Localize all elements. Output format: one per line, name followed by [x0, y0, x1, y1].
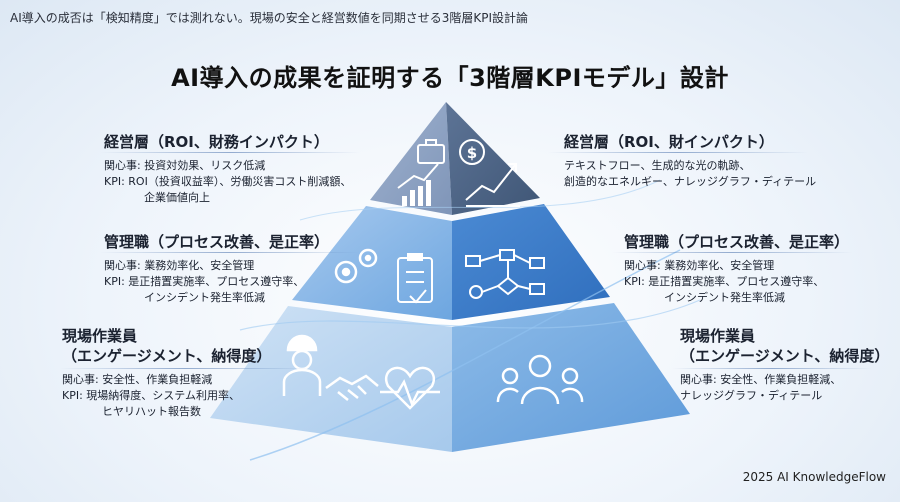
left-field-kpi-cont: ヒヤリハット報告数 [102, 405, 201, 418]
dollar-coin-icon: $ [459, 139, 485, 165]
right-management-kpi-cont: インシデント発生率低減 [664, 291, 785, 304]
left-executive-heading: 経営層（ROI、財務インパクト） [104, 133, 329, 151]
left-executive-kpi-cont: 企業価値向上 [144, 191, 210, 204]
page-title: AI導入の成果を証明する「3階層KPIモデル」設計 [171, 64, 729, 92]
left-field-block: 現場作業員 （エンゲージメント、納得度） 関心事: 安全性、作業負担軽減 KPI… [62, 326, 271, 420]
left-field-subheading: （エンゲージメント、納得度） [62, 347, 272, 365]
right-executive-line: 創造的なエネルギー、ナレッジグラフ・ディテール [564, 175, 817, 188]
bar-chart-up-icon [397, 163, 439, 206]
pyramid-tier-field-right [452, 303, 690, 452]
gears-icon [334, 248, 378, 284]
pyramid-tier-management-left [292, 206, 452, 320]
right-executive-heading: 経営層（ROI、財インパクト） [564, 133, 774, 151]
divider [60, 368, 310, 369]
right-executive-block: 経営層（ROI、財インパクト） テキストフロー、生成的な光の軌跡、 創造的なエネ… [564, 132, 816, 190]
pyramid-tier-field-left [210, 306, 452, 452]
divider [548, 152, 808, 153]
svg-text:$: $ [467, 144, 477, 162]
divider [100, 152, 360, 153]
handshake-icon [325, 374, 379, 401]
caption: AI導入の成否は「検知精度」では測れない。現場の安全と経営数値を同期させる3階層… [10, 11, 529, 25]
left-management-kpi-cont: インシデント発生率低減 [144, 291, 265, 304]
team-people-icon [496, 354, 584, 405]
right-field-heading: 現場作業員 [680, 327, 756, 345]
left-executive-kpi: KPI: ROI（投資収益率）、労働災害コスト削減額、 [104, 175, 352, 188]
right-management-block: 管理職（プロセス改善、是正率） 関心事: 業務効率化、安全管理 KPI: 是正措… [624, 232, 849, 306]
clipboard-check-icon [397, 253, 433, 304]
left-field-kpi: KPI: 現場納得度、システム利用率、 [62, 389, 240, 402]
right-field-block: 現場作業員 （エンゲージメント、納得度） 関心事: 安全性、作業負担軽減、 ナレ… [680, 326, 889, 404]
light-trail [239, 299, 701, 331]
heart-pulse-icon [380, 366, 440, 410]
left-executive-block: 経営層（ROI、財務インパクト） 関心事: 投資対効果、リスク低減 KPI: R… [104, 132, 351, 206]
right-executive-line: テキストフロー、生成的な光の軌跡、 [564, 159, 751, 172]
right-management-kpi: KPI: 是正措置実施率、プロセス遵守率、 [624, 275, 825, 288]
light-trail [299, 179, 661, 221]
left-field-heading: 現場作業員 [62, 327, 138, 345]
left-management-concern: 関心事: 業務効率化、安全管理 [104, 259, 255, 272]
footer-credit: 2025 AI KnowledgeFlow [742, 470, 886, 484]
right-management-concern: 関心事: 業務効率化、安全管理 [624, 259, 775, 272]
right-field-concern: 関心事: 安全性、作業負担軽減、 [680, 373, 842, 386]
pyramid-tier-executive-right [446, 102, 540, 215]
left-management-block: 管理職（プロセス改善、是正率） 関心事: 業務効率化、安全管理 KPI: 是正措… [104, 232, 329, 306]
left-management-kpi: KPI: 是正措置実施率、プロセス遵守率、 [104, 275, 305, 288]
left-executive-concern: 関心事: 投資対効果、リスク低減 [104, 159, 266, 172]
right-management-heading: 管理職（プロセス改善、是正率） [624, 233, 850, 251]
right-field-subheading: （エンゲージメント、納得度） [680, 347, 890, 365]
worker-helmet-icon [282, 334, 322, 396]
light-trail [249, 249, 681, 461]
right-field-line: ナレッジグラフ・ディテール [680, 389, 823, 402]
left-field-concern: 関心事: 安全性、作業負担軽減 [62, 373, 213, 386]
pyramid-tier-executive-left [370, 102, 452, 215]
growth-arrow-icon [465, 163, 520, 207]
divider [100, 252, 360, 253]
left-management-heading: 管理職（プロセス改善、是正率） [104, 233, 330, 251]
divider [612, 252, 852, 253]
flowchart-icon [465, 249, 545, 299]
divider [672, 368, 872, 369]
briefcase-icon [417, 139, 445, 164]
